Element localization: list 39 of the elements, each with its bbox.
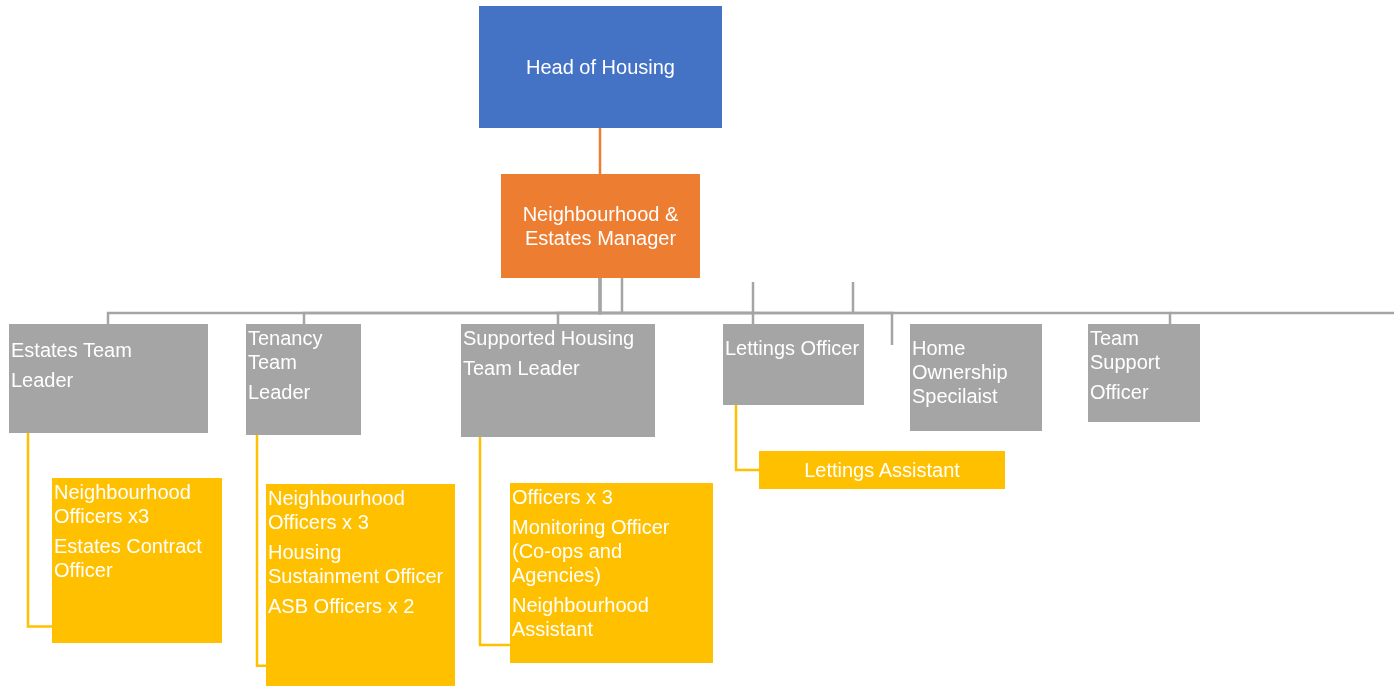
connector-line bbox=[734, 405, 759, 472]
role-text: Housing Sustainment Officer bbox=[268, 540, 445, 588]
team-box bbox=[461, 324, 655, 437]
role-text: Lettings Assistant bbox=[804, 458, 960, 482]
role-text: Neighbourhood Assistant bbox=[512, 593, 650, 641]
role-text: Lettings Officer bbox=[725, 336, 861, 360]
head-box bbox=[479, 6, 722, 128]
role-text: Neighbourhood Officers x3 bbox=[54, 480, 192, 528]
team-box bbox=[723, 324, 864, 405]
role-text: Tenancy Team bbox=[248, 326, 324, 374]
team-box bbox=[9, 324, 208, 433]
role-text: Neighbourhood & Estates Manager bbox=[521, 202, 680, 250]
role-text: ASB Officers x 2 bbox=[268, 594, 416, 618]
staff-box bbox=[510, 483, 713, 663]
team-box bbox=[1088, 324, 1200, 422]
role-text: Estates Contract Officer bbox=[54, 534, 203, 582]
connector-line bbox=[598, 128, 602, 174]
staff-box bbox=[52, 478, 222, 643]
role-text: Monitoring Officer (Co-ops and Agencies) bbox=[512, 515, 671, 587]
staff-box bbox=[266, 484, 455, 686]
role-text: Head of Housing bbox=[526, 55, 675, 79]
connector-line bbox=[478, 437, 510, 647]
role-text: Estates Team bbox=[11, 338, 133, 362]
role-text: Team Leader bbox=[463, 356, 581, 380]
team-box bbox=[910, 324, 1042, 431]
role-text: Home Ownership Specilaist bbox=[912, 336, 1009, 408]
connector-line bbox=[255, 435, 266, 668]
role-text: Team Support bbox=[1090, 326, 1162, 374]
role-text: Leader bbox=[11, 368, 75, 392]
connector-line bbox=[26, 433, 52, 628]
role-text: Officer bbox=[1090, 380, 1150, 404]
manager-box bbox=[501, 174, 700, 278]
role-text: Officers x 3 bbox=[512, 485, 614, 509]
staff-box bbox=[759, 451, 1005, 489]
connector-line bbox=[598, 278, 1172, 324]
team-box bbox=[246, 324, 361, 435]
role-text: Leader bbox=[248, 380, 312, 404]
role-text: Neighbourhood Officers x 3 bbox=[268, 486, 406, 534]
role-text: Supported Housing bbox=[463, 326, 636, 350]
